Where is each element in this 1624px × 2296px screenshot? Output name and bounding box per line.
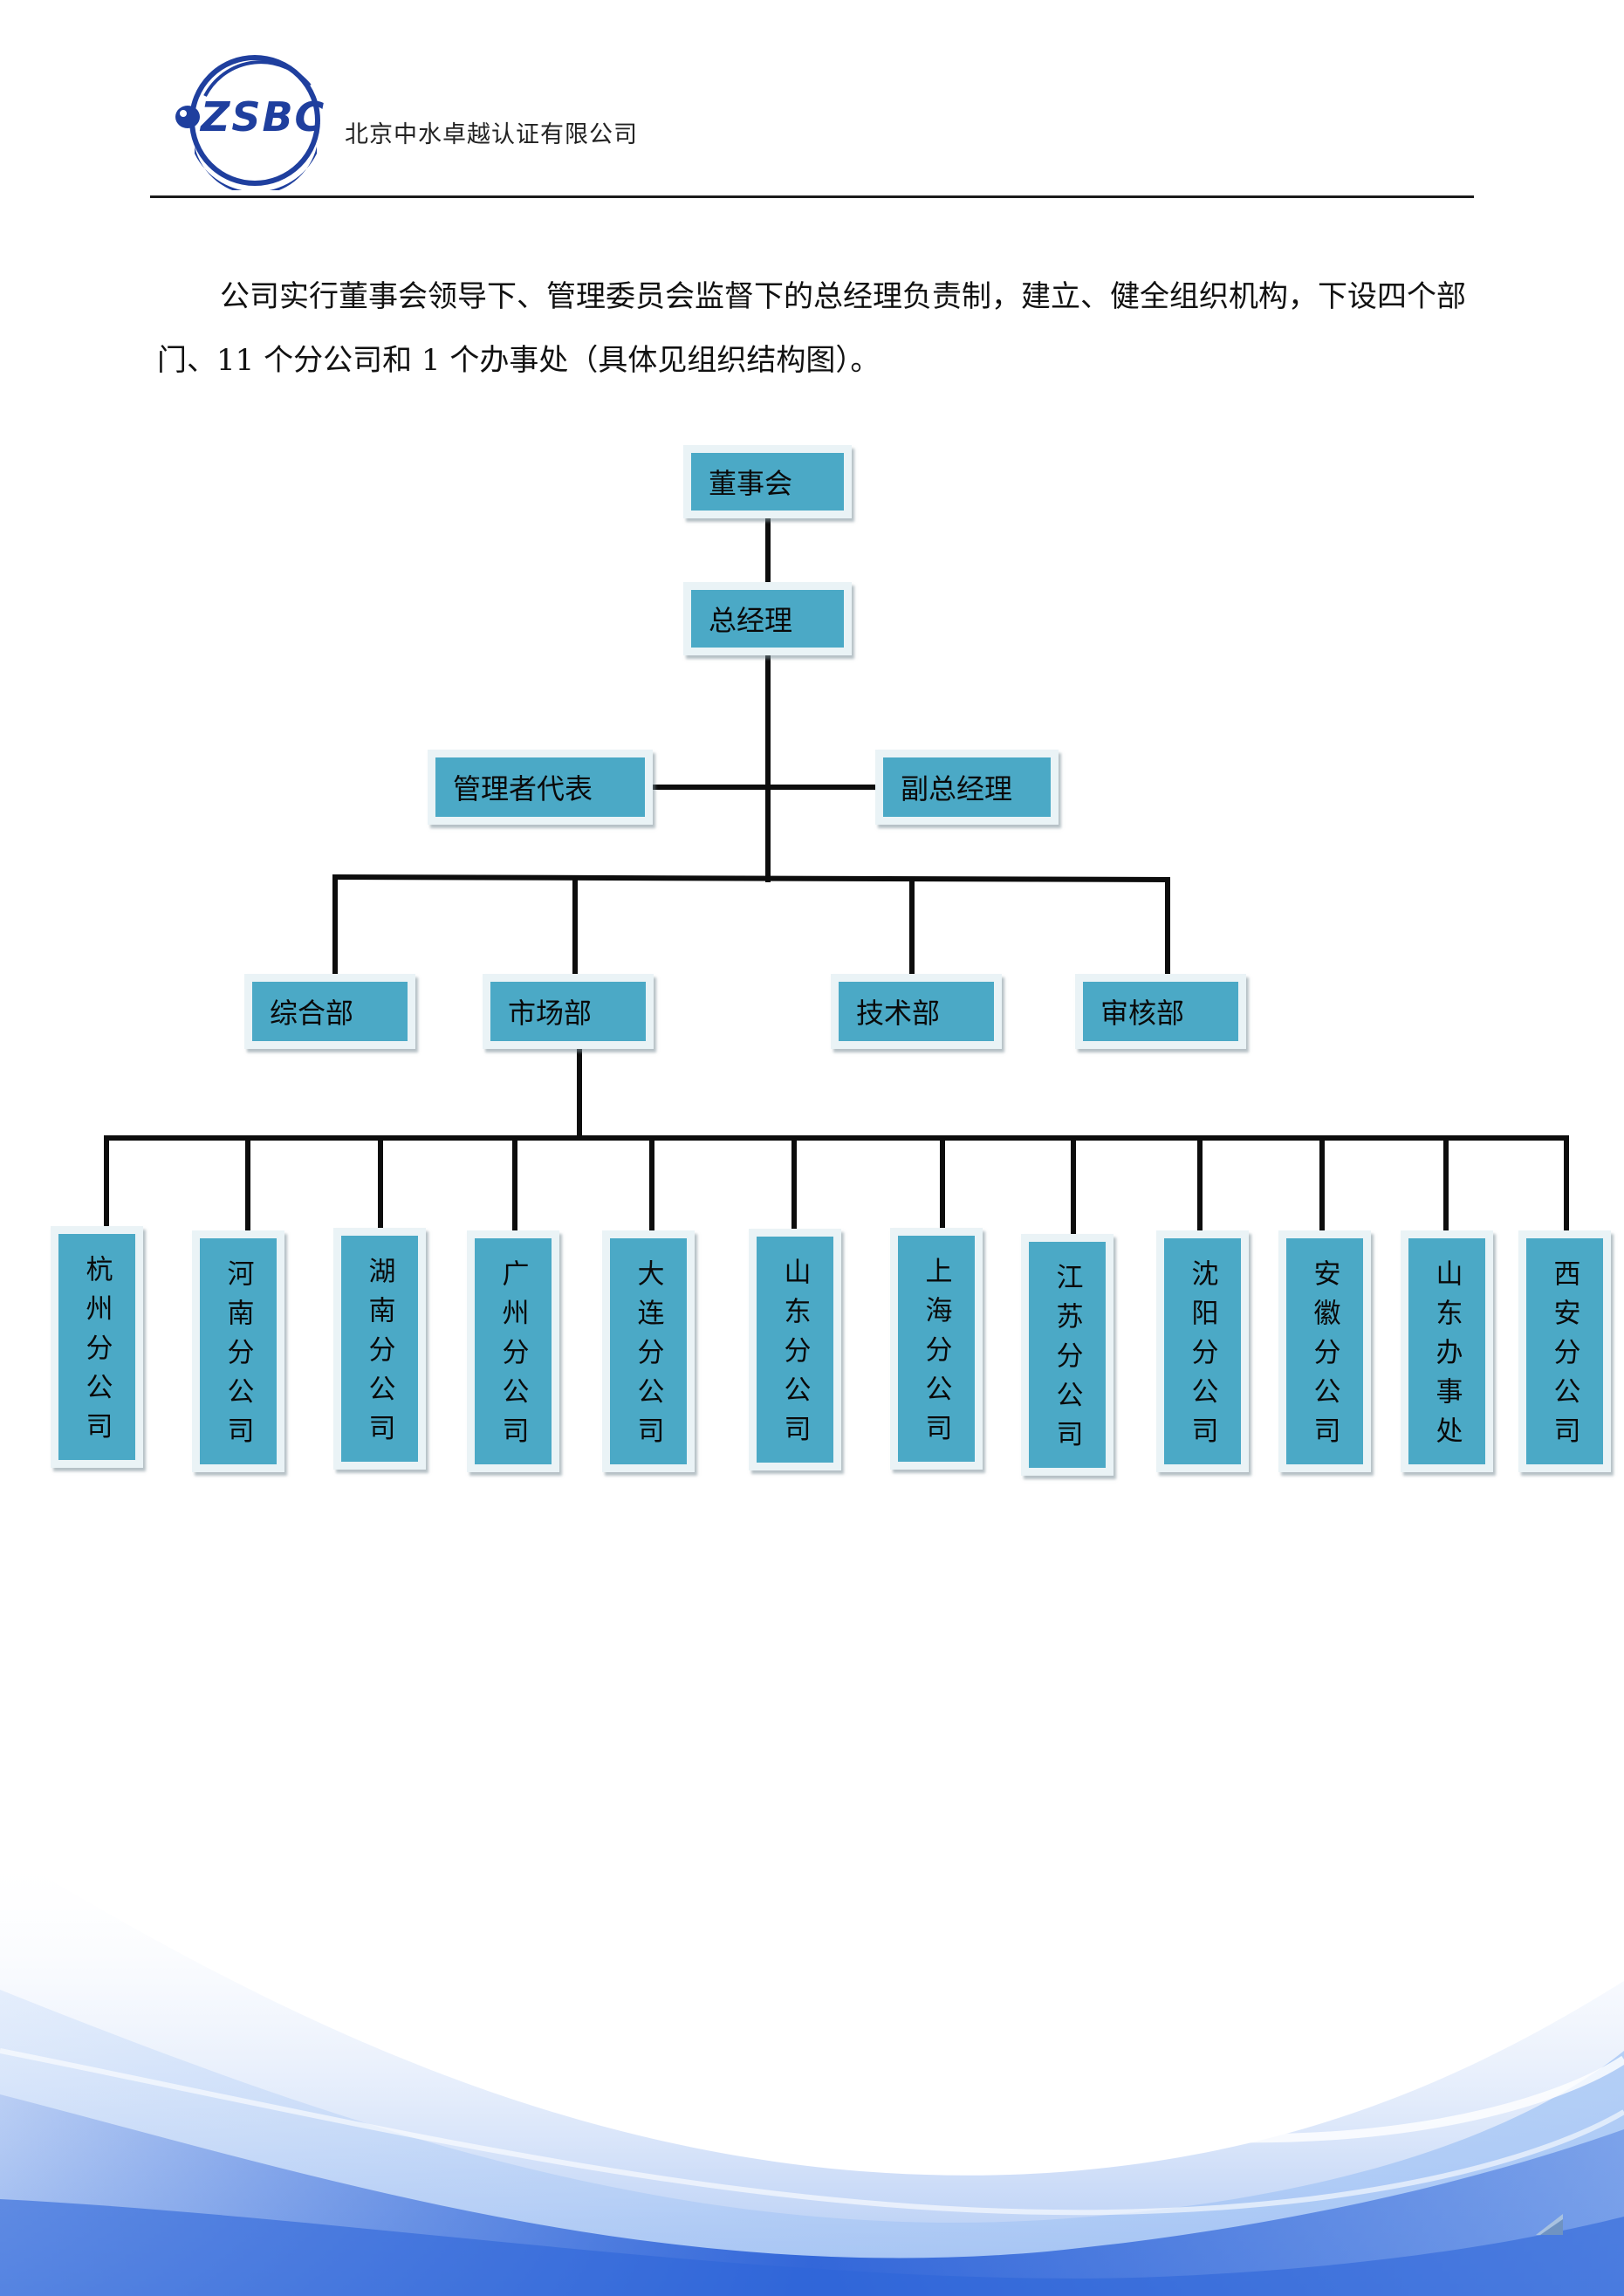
- node-label: 大连分公司: [610, 1238, 687, 1464]
- node-dept-audit: 审核部: [1075, 974, 1246, 1049]
- node-branch: 河南分公司: [192, 1230, 284, 1472]
- org-chart-connectors: [104, 509, 1569, 1238]
- footer-wave-decoration: [0, 1763, 1624, 2296]
- node-label: 管理者代表: [435, 757, 645, 817]
- node-label: 山东分公司: [757, 1237, 833, 1463]
- node-branch: 沈阳分公司: [1156, 1230, 1249, 1472]
- logo-text: ZSBC: [199, 93, 325, 141]
- node-deputy-gm: 副总经理: [875, 750, 1059, 825]
- node-label: 副总经理: [883, 757, 1051, 817]
- node-label: 审核部: [1083, 982, 1238, 1041]
- node-label: 湖南分公司: [341, 1236, 418, 1462]
- node-label: 广州分公司: [475, 1238, 552, 1464]
- node-branch: 山东办事处: [1401, 1230, 1493, 1472]
- node-label: 上海分公司: [898, 1236, 975, 1462]
- node-branch: 大连分公司: [602, 1230, 695, 1472]
- node-branch: 湖南分公司: [333, 1228, 426, 1470]
- node-branch: 山东分公司: [749, 1229, 841, 1470]
- connector: [332, 874, 1171, 883]
- node-branch: 广州分公司: [467, 1230, 559, 1472]
- node-label: 综合部: [252, 982, 408, 1041]
- node-label: 河南分公司: [200, 1238, 277, 1464]
- node-dept-general-affairs: 综合部: [244, 974, 415, 1049]
- node-label: 董事会: [691, 453, 844, 511]
- node-label: 技术部: [839, 982, 994, 1041]
- intro-paragraph: 公司实行董事会领导下、管理委员会监督下的总经理负责制，建立、健全组织机构，下设四…: [157, 279, 1466, 378]
- org-chart: 董事会 总经理 管理者代表 副总经理 综合部 市场部 技术部 审核部 杭州分公司…: [51, 445, 1611, 1476]
- node-dept-technical: 技术部: [831, 974, 1002, 1049]
- page-header: ZSBC 北京中水卓越认证有限公司: [0, 0, 1624, 209]
- zsbc-logo: ZSBC: [175, 55, 325, 190]
- node-label: 杭州分公司: [58, 1234, 135, 1460]
- node-general-manager: 总经理: [683, 582, 852, 655]
- node-branch: 安徽分公司: [1278, 1230, 1371, 1472]
- header-divider: [150, 195, 1474, 198]
- node-branch: 江苏分公司: [1021, 1234, 1114, 1476]
- node-label: 山东办事处: [1408, 1238, 1485, 1464]
- node-label: 总经理: [691, 590, 844, 648]
- page-corner-mark: [1536, 2214, 1563, 2235]
- node-label: 沈阳分公司: [1164, 1238, 1241, 1464]
- node-branch: 上海分公司: [890, 1228, 983, 1470]
- node-management-rep: 管理者代表: [428, 750, 653, 825]
- node-label: 江苏分公司: [1029, 1242, 1106, 1468]
- node-branch: 杭州分公司: [51, 1226, 143, 1468]
- node-branch: 西安分公司: [1518, 1230, 1611, 1472]
- node-label: 安徽分公司: [1286, 1238, 1363, 1464]
- node-dept-marketing: 市场部: [483, 974, 654, 1049]
- node-label: 市场部: [490, 982, 646, 1041]
- node-board: 董事会: [683, 445, 852, 518]
- node-label: 西安分公司: [1526, 1238, 1603, 1464]
- company-name: 北京中水卓越认证有限公司: [345, 121, 638, 148]
